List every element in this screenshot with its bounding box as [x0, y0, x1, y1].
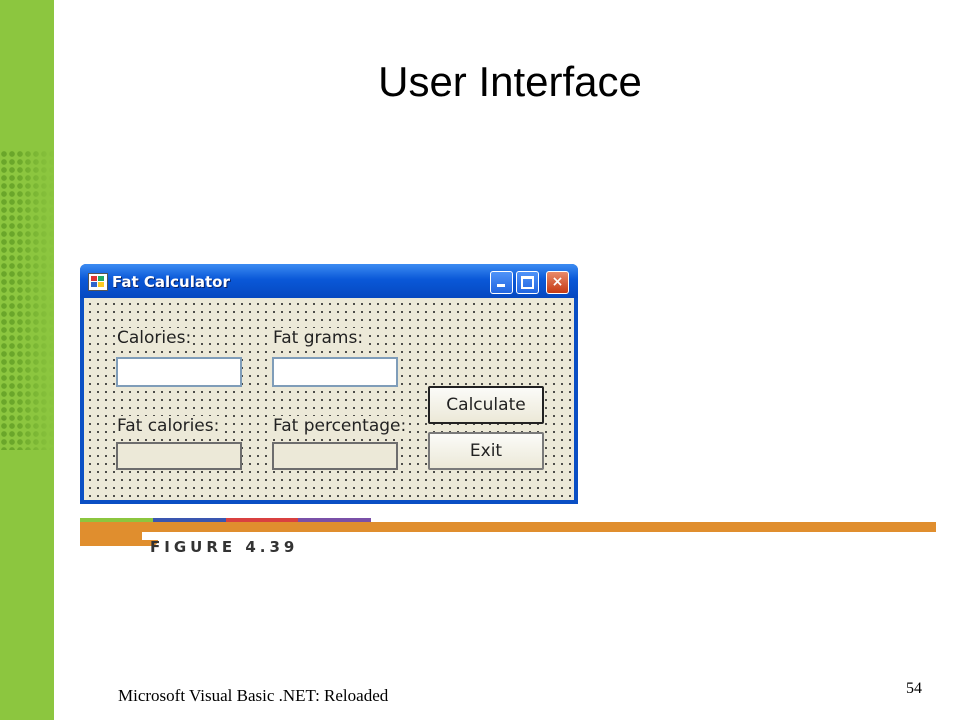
rule-segment-green	[80, 518, 153, 523]
maximize-button[interactable]	[516, 271, 539, 294]
fat-grams-input[interactable]	[272, 357, 398, 387]
window-title: Fat Calculator	[112, 273, 230, 291]
fat-calculator-window: Fat Calculator × Calories: Fat grams: Fa…	[80, 264, 578, 504]
app-icon[interactable]	[88, 273, 108, 291]
figure-rule	[80, 522, 936, 532]
window-titlebar[interactable]: Fat Calculator ×	[80, 264, 578, 298]
calories-label: Calories:	[116, 328, 193, 348]
slide-footer: Microsoft Visual Basic .NET: Reloaded	[118, 686, 389, 705]
maximize-icon	[521, 276, 534, 289]
close-button[interactable]: ×	[546, 271, 569, 294]
fat-calories-label: Fat calories:	[116, 416, 221, 436]
fat-percentage-label: Fat percentage:	[272, 416, 408, 436]
slide-title: User Interface	[378, 58, 642, 105]
calories-input[interactable]	[116, 357, 242, 387]
figure-label: FIGURE 4.39	[150, 538, 299, 556]
fat-calories-output	[116, 442, 242, 470]
rule-segment-purple	[298, 518, 371, 523]
page-number: 54	[906, 680, 922, 697]
exit-button[interactable]: Exit	[428, 432, 544, 470]
rule-segment-blue	[153, 518, 226, 523]
figure-tab-curve	[80, 540, 158, 546]
minimize-button[interactable]	[490, 271, 513, 294]
rule-segment-red	[226, 518, 298, 523]
fat-grams-label: Fat grams:	[272, 328, 365, 348]
minimize-icon	[497, 284, 505, 287]
fat-percentage-output	[272, 442, 398, 470]
close-icon: ×	[551, 274, 564, 290]
calculate-button[interactable]: Calculate	[428, 386, 544, 424]
form-client-area: Calories: Fat grams: Fat calories: Fat p…	[84, 298, 574, 500]
dot-pattern-decoration	[0, 150, 54, 450]
